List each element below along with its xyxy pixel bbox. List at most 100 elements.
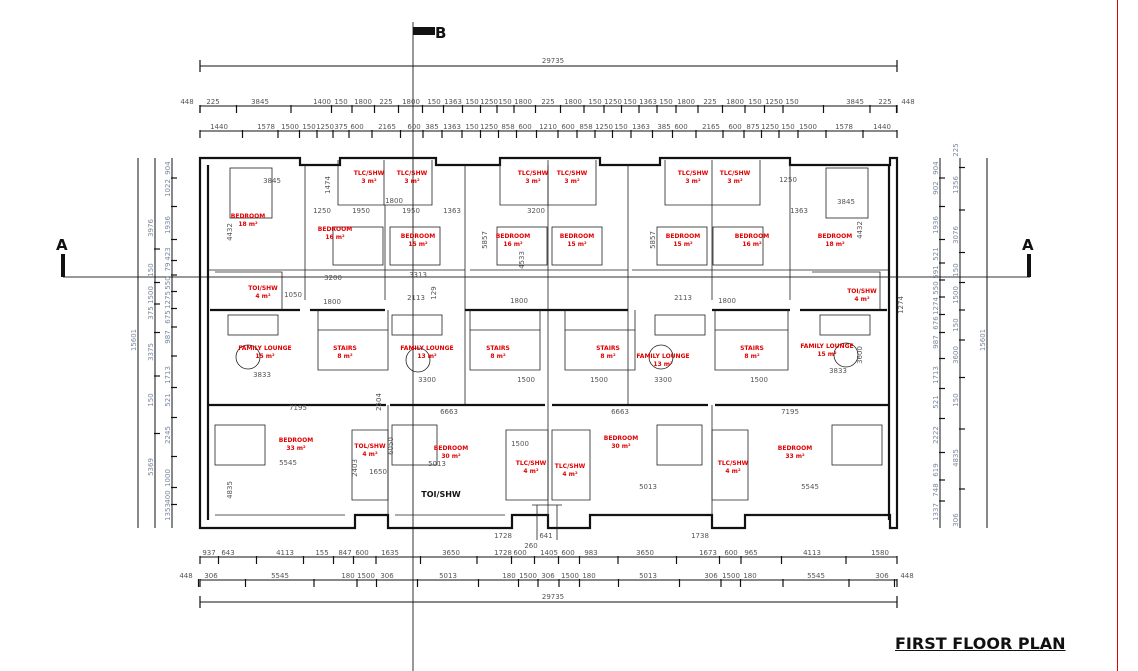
room-name: STAIRS bbox=[333, 345, 357, 352]
room-area: 4 m² bbox=[523, 468, 539, 475]
dimension-label: 600 bbox=[407, 123, 420, 131]
room-name: BEDROOM bbox=[496, 233, 530, 240]
dimension-label: 1250 bbox=[480, 98, 498, 106]
interior-dimension: 4835 bbox=[226, 481, 234, 499]
dimension-label: 150 bbox=[748, 98, 761, 106]
dimension-label: 1800 bbox=[402, 98, 420, 106]
interior-dimension: 641 bbox=[539, 532, 552, 540]
room-name: BEDROOM bbox=[666, 233, 700, 240]
dimension-label: 1210 bbox=[539, 123, 557, 131]
dimension-label: 619 bbox=[932, 463, 940, 476]
dimension-label: 1500 bbox=[799, 123, 817, 131]
interior-dimension: 5013 bbox=[428, 460, 446, 468]
dimension-label: 2165 bbox=[378, 123, 396, 131]
room-name: TLC/SHW bbox=[518, 170, 549, 177]
dimension-label: 306 bbox=[204, 572, 218, 580]
interior-dimension: 5545 bbox=[279, 459, 297, 467]
dimension-label: 150 bbox=[302, 123, 315, 131]
dimension-label: 150 bbox=[659, 98, 672, 106]
interior-dimension: 1950 bbox=[402, 207, 420, 215]
dimension-label: 150 bbox=[785, 98, 798, 106]
room-name: BEDROOM bbox=[401, 233, 435, 240]
room-area: 13 m² bbox=[653, 361, 673, 368]
dimension-label: 1363 bbox=[444, 98, 462, 106]
dimension-label: 1250 bbox=[761, 123, 779, 131]
dimension-label: 3650 bbox=[636, 549, 654, 557]
room-area: 18 m² bbox=[825, 241, 845, 248]
interior-dimension: 1800 bbox=[323, 298, 341, 306]
interior-dimension: 6663 bbox=[440, 408, 458, 416]
interior-dimension: 1474 bbox=[324, 176, 332, 194]
room-area: 4 m² bbox=[255, 293, 271, 300]
dimension-label: 987 bbox=[932, 335, 940, 348]
dimension-ticks bbox=[154, 60, 965, 608]
interior-dimension: 3600 bbox=[856, 346, 864, 364]
room-name: BEDROOM bbox=[434, 445, 468, 452]
room-area: 3 m² bbox=[727, 178, 743, 185]
dimension-lines bbox=[137, 65, 988, 603]
room-area: 15 m² bbox=[817, 351, 837, 358]
dimension-label: 1800 bbox=[514, 98, 532, 106]
dimension-label: 1356 bbox=[952, 176, 960, 194]
dimension-label: 1500 bbox=[357, 572, 375, 580]
room-area: 15 m² bbox=[255, 353, 275, 360]
building-walls bbox=[198, 156, 899, 540]
room-area: 3 m² bbox=[564, 178, 580, 185]
dimension-label: 150 bbox=[614, 123, 627, 131]
dimension-label: 180 bbox=[502, 572, 515, 580]
dimension-label: 1500 bbox=[561, 572, 579, 580]
dimension-label: 1500 bbox=[722, 572, 740, 580]
interior-dimension: 3845 bbox=[263, 177, 281, 185]
dimension-label: 5369 bbox=[147, 458, 155, 476]
dimension-label: 1800 bbox=[677, 98, 695, 106]
interior-dimension: 7195 bbox=[289, 404, 307, 412]
dimension-label: 1800 bbox=[354, 98, 372, 106]
interior-dimension: 1800 bbox=[510, 297, 528, 305]
dimension-label: 600 bbox=[518, 123, 531, 131]
interior-dimension: 6050 bbox=[387, 437, 395, 455]
dimension-label: 375 bbox=[147, 306, 155, 319]
room-name: TLC/SHW bbox=[718, 460, 749, 467]
dimension-label: 306 bbox=[380, 572, 394, 580]
dimension-label: 1274 bbox=[932, 297, 940, 315]
room-area: 13 m² bbox=[417, 353, 437, 360]
dimension-label: 2165 bbox=[702, 123, 720, 131]
dimension-label: 1250 bbox=[595, 123, 613, 131]
dimension-label: 150 bbox=[588, 98, 601, 106]
dimension-label: 155 bbox=[315, 549, 328, 557]
interior-dimension: 1363 bbox=[443, 207, 461, 215]
dimension-label: 448 bbox=[179, 572, 192, 580]
dimension-label: 1353 bbox=[164, 503, 172, 521]
dimension-label: 521 bbox=[932, 395, 940, 408]
dimension-label: 150 bbox=[952, 263, 960, 276]
dimension-label: 150 bbox=[147, 393, 155, 406]
room-name: FAMILY LOUNGE bbox=[636, 353, 689, 360]
dimension-label: 1936 bbox=[164, 216, 172, 234]
dimension-label: 150 bbox=[952, 318, 960, 331]
room-name: TOI/SHW bbox=[248, 285, 278, 292]
room-name: TLC/SHW bbox=[557, 170, 588, 177]
interior-dimension: 3200 bbox=[527, 207, 545, 215]
dimension-label: 748 bbox=[932, 483, 940, 496]
room-name: FAMILY LOUNGE bbox=[238, 345, 291, 352]
dimension-label: 847 bbox=[338, 549, 351, 557]
dimension-label: 150 bbox=[147, 263, 155, 276]
dimension-label: 1800 bbox=[564, 98, 582, 106]
room-name: BEDROOM bbox=[735, 233, 769, 240]
interior-dimension: 3300 bbox=[418, 376, 436, 384]
room-area: 15 m² bbox=[408, 241, 428, 248]
dimension-label: 225 bbox=[878, 98, 891, 106]
dimension-label: 448 bbox=[901, 98, 914, 106]
dimension-label: 600 bbox=[724, 549, 737, 557]
interior-dimension: 7195 bbox=[781, 408, 799, 416]
dimension-label: 225 bbox=[379, 98, 392, 106]
dimension-label: 1936 bbox=[932, 216, 940, 234]
room-area: 30 m² bbox=[441, 453, 461, 460]
dimension-label: 180 bbox=[743, 572, 756, 580]
dimension-label: 521 bbox=[932, 247, 940, 260]
section-marker-a-left-arrow bbox=[61, 254, 65, 277]
room-name: TOL/SHW bbox=[354, 443, 386, 450]
dimension-label: 1800 bbox=[726, 98, 744, 106]
interior-dimension: 4432 bbox=[226, 223, 234, 241]
